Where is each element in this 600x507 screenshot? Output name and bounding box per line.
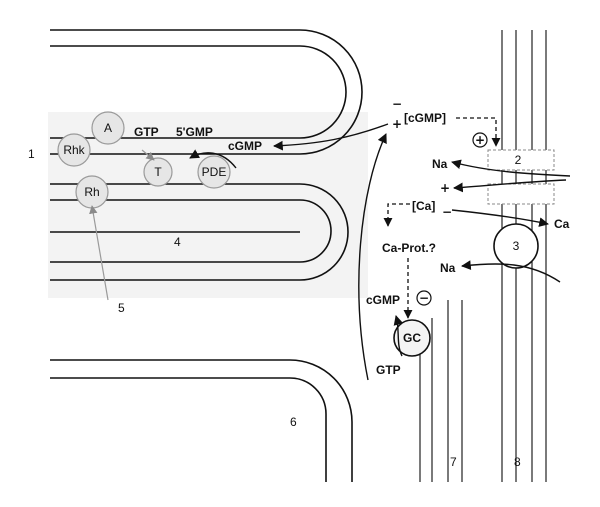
disc-membrane-mid-inner	[50, 199, 332, 263]
pde-to-5gmp-arrow	[189, 149, 237, 169]
na-top-label: Na	[432, 157, 448, 171]
gmp5-label: 5'GMP	[176, 125, 213, 139]
arrestin-circle	[91, 111, 125, 145]
disc-membrane-top-inner	[50, 45, 347, 139]
region-5-label: 5	[118, 301, 125, 315]
disc-membrane-mid-outer	[50, 183, 349, 281]
t-label: T	[154, 165, 162, 179]
guanylate-cyclase-circle	[393, 319, 431, 357]
region-2-label: 2	[515, 153, 522, 167]
na-exchanger-arrow	[461, 260, 561, 283]
cgmp-to-channel-dashed	[456, 117, 501, 147]
rh-label: Rh	[84, 185, 99, 199]
gtp-to-t-arrow	[141, 149, 155, 161]
minus-circle-gc	[416, 290, 432, 306]
rhk-label: Rhk	[63, 143, 85, 157]
plus-cgmp-sign: +	[392, 117, 402, 131]
ca-influx-arrow	[453, 179, 567, 193]
region-8-label: 8	[514, 455, 521, 469]
ca-prot-label: Ca-Prot.?	[382, 241, 436, 255]
minus-ca-sign: −	[442, 205, 452, 219]
pde-label: PDE	[202, 165, 227, 179]
rhodopsin-kinase-circle	[57, 133, 91, 167]
gtp-to-cgmp-arrow	[393, 315, 404, 357]
region-4-label: 4	[174, 235, 181, 249]
channel-box-lower	[487, 183, 555, 205]
plasma-membrane-outer	[50, 359, 353, 482]
gtp-bottom-label: GTP	[376, 363, 401, 377]
minus-circle-gc-sign: −	[419, 291, 429, 305]
ca-efflux-arrow	[451, 209, 549, 227]
region-1-label: 1	[28, 147, 35, 161]
cgmp-left-arrow	[273, 123, 389, 151]
ca-bracket-label: [Ca]	[412, 199, 435, 213]
gtp-top-label: GTP	[134, 125, 159, 139]
cgmp-left-label: cGMP	[228, 139, 262, 153]
na-influx-arrow	[451, 159, 571, 177]
na-bottom-label: Na	[440, 261, 456, 275]
light-to-rh-arrow	[89, 205, 109, 301]
exchanger-3	[493, 223, 539, 269]
a-label: A	[104, 121, 112, 135]
channel-box-2	[487, 149, 555, 171]
plus-ca-sign: +	[440, 181, 450, 195]
gc-to-cgmp-arrow	[358, 133, 387, 381]
gc-label: GC	[403, 331, 421, 345]
cgmp-bottom-label: cGMP	[366, 293, 400, 307]
plus-circle-cgmp-sign: +	[475, 133, 485, 147]
transducin-circle	[143, 157, 173, 187]
pde-circle	[197, 155, 231, 189]
plasma-membrane-inner	[50, 377, 327, 482]
region-7-label: 7	[450, 455, 457, 469]
region-6-label: 6	[290, 415, 297, 429]
region-3-label: 3	[513, 239, 520, 253]
cgmp-bracket-label: [cGMP]	[404, 111, 446, 125]
minus-cgmp-sign: −	[392, 97, 402, 111]
plus-circle-cgmp	[472, 132, 488, 148]
disc-membrane-top-outer	[50, 29, 363, 155]
ca-to-caprot-dashed	[383, 203, 410, 227]
ca-out-label: Ca	[554, 217, 570, 231]
